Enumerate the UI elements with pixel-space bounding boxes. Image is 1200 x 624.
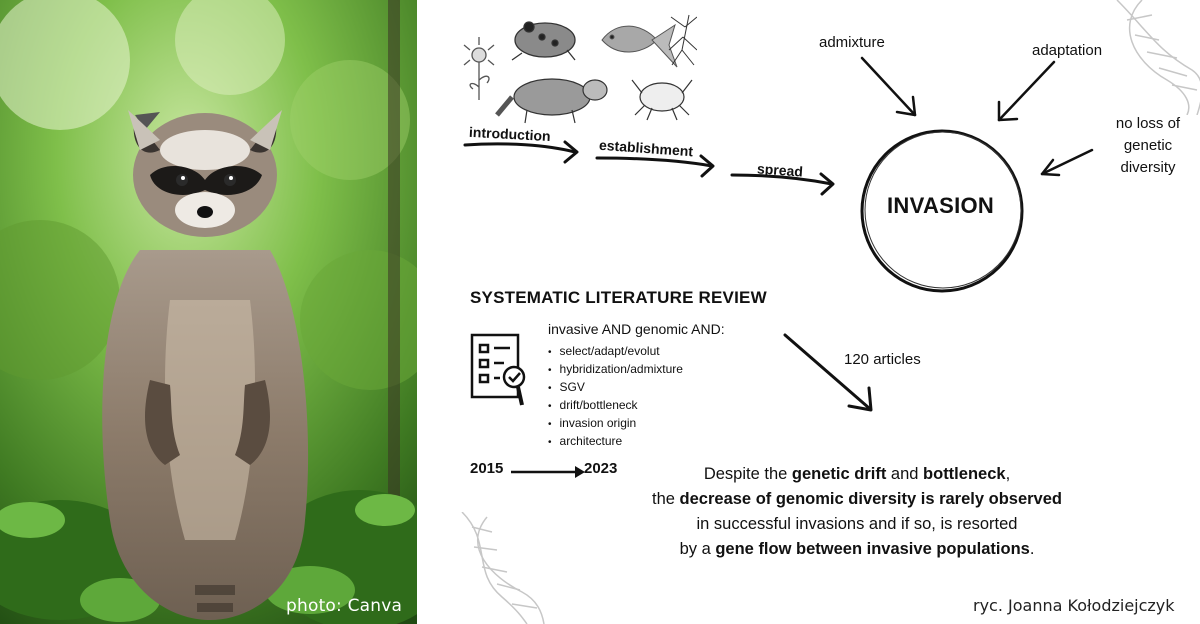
frog-icon [511,21,576,61]
results-arrow [783,333,873,412]
diagram-panel: introduction establishment spread INVASI… [417,0,1200,624]
list-item: architecture [548,433,683,451]
raccoon-photo-image [0,0,417,624]
dna-helix-icon [461,512,545,624]
checklist-icon [470,333,526,406]
raccoon-photo [0,0,417,624]
raccoon-icon [495,78,608,124]
list-item: drift/bottleneck [548,397,683,415]
stage-arrows [463,140,835,196]
fish-icon [601,23,678,68]
factor-arrows [860,56,1094,177]
organisms-illustration [463,14,697,124]
adaptation-label: adaptation [1032,42,1103,59]
list-item: select/adapt/evolut [548,343,683,361]
query-text: invasive AND genomic AND: [548,321,725,337]
arrow-adaptation [997,60,1056,122]
flower-icon [463,37,495,100]
mosquito-icon [668,14,697,66]
summary-line-2: the decrease of genomic diversity is rar… [652,490,1062,508]
query-terms-list: select/adapt/evolut hybridization/admixt… [548,343,683,451]
summary-line-1: Despite the genetic drift and bottleneck… [703,465,1011,483]
crab-icon [631,79,693,121]
list-item: invasion origin [548,415,683,433]
timeline-arrow [511,466,585,478]
figure-signature: ryc. Joanna Kołodziejczyk [973,596,1175,615]
invasion-circle [860,129,1024,293]
stage-spread-label: spread [756,160,804,180]
review-title: SYSTEMATIC LITERATURE REVIEW [470,288,767,307]
dna-helix-icon [1116,0,1200,115]
no-loss-label: no loss of genetic diversity [1115,115,1181,176]
invasion-label: INVASION [887,193,995,218]
year-start: 2015 [470,460,504,477]
arrow-spread [730,173,834,186]
summary-line-3: in successful invasions and if so, is re… [696,515,1018,533]
admixture-label: admixture [819,34,885,51]
photo-credit: photo: Canva [286,596,403,616]
arrow-no-loss [1040,148,1094,176]
articles-count: 120 articles [844,351,921,368]
summary-line-4: by a gene flow between invasive populati… [679,540,1035,558]
list-item: hybridization/admixture [548,361,683,379]
arrow-introduction [463,142,577,154]
year-end: 2023 [584,460,618,477]
arrow-establishment [595,156,714,168]
summary-text: Despite the genetic drift and bottleneck… [597,462,1117,562]
arrow-admixture [860,56,917,117]
list-item: SGV [548,379,683,397]
